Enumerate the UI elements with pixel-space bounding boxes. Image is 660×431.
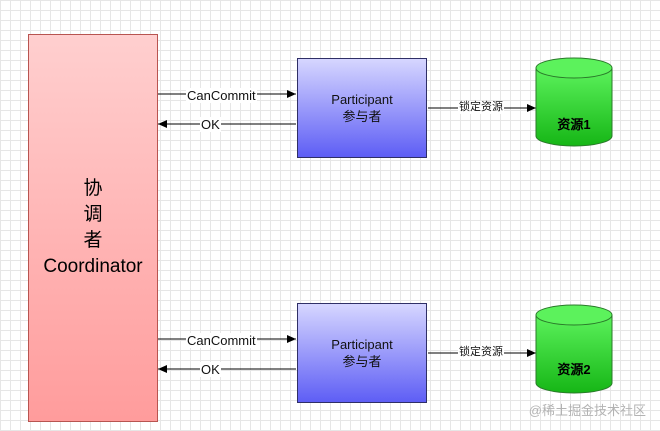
watermark-text: @稀土掘金技术社区 (528, 403, 646, 418)
participant-box-2: Participant 参与者 (297, 303, 427, 403)
coordinator-box: 协 调 者 Coordinator (28, 34, 158, 422)
coordinator-label-line-3: 者 (83, 230, 103, 251)
ok-label-1: OK (200, 117, 221, 132)
participant-2-subtitle: 参与者 (342, 354, 382, 369)
ok-label-2: OK (200, 362, 221, 377)
coordinator-label-line-1: 协 (83, 178, 103, 199)
lock-label-2: 锁定资源 (458, 346, 504, 359)
resource-2-cylinder (535, 304, 613, 394)
participant-box-1: Participant 参与者 (297, 58, 427, 158)
coordinator-label-line-2: 调 (83, 204, 103, 225)
participant-2-title: Participant (331, 337, 393, 352)
cancommit-label-2: CanCommit (186, 333, 257, 348)
resource-2-label: 资源2 (557, 362, 591, 377)
participant-1-subtitle: 参与者 (342, 109, 382, 124)
participant-1-title: Participant (331, 92, 393, 107)
lock-label-1: 锁定资源 (458, 101, 504, 114)
cancommit-label-1: CanCommit (186, 88, 257, 103)
resource-1-cylinder (535, 57, 613, 147)
resource-1-label: 资源1 (557, 117, 591, 132)
coordinator-label-line-4: Coordinator (43, 256, 143, 277)
